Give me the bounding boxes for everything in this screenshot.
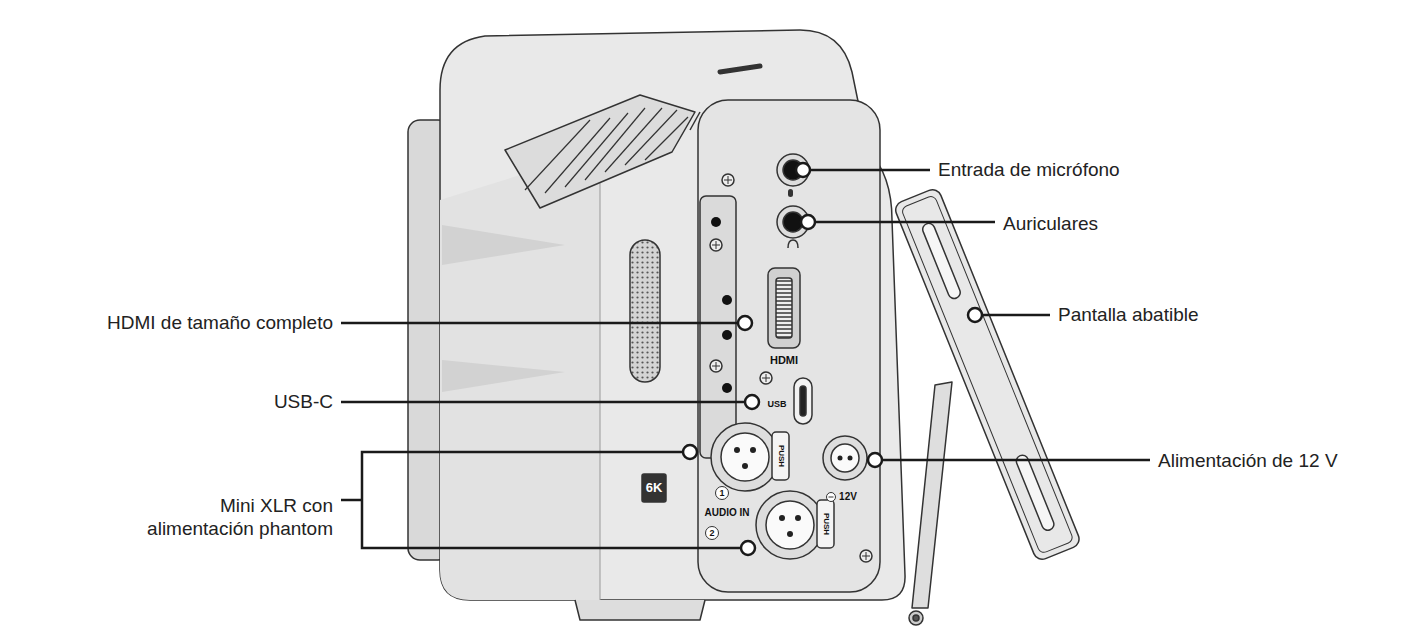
- panel-marking: PUSH: [776, 445, 786, 467]
- callout-label: Alimentación de 12 V: [1158, 450, 1338, 473]
- callout-label: HDMI de tamaño completo: [107, 312, 333, 335]
- callout-label: Auriculares: [1003, 213, 1098, 236]
- panel-marking: 1: [719, 488, 724, 499]
- model-badge: 6K: [646, 480, 663, 496]
- callout-label: Entrada de micrófono: [938, 159, 1120, 182]
- panel-marking: USB: [767, 399, 786, 410]
- leader-lines: [341, 170, 1150, 548]
- panel-marking: AUDIO IN: [705, 507, 750, 519]
- callout-label: Pantalla abatible: [1058, 304, 1199, 327]
- panel-marking: 2: [709, 528, 714, 539]
- panel-marking: PUSH: [821, 513, 831, 535]
- leader-dots: [683, 163, 982, 555]
- callout-label: Mini XLR con alimentación phantom: [118, 495, 333, 541]
- panel-marking: HDMI: [770, 354, 798, 367]
- callout-label: USB-C: [274, 391, 333, 414]
- panel-marking: 12V: [839, 491, 857, 503]
